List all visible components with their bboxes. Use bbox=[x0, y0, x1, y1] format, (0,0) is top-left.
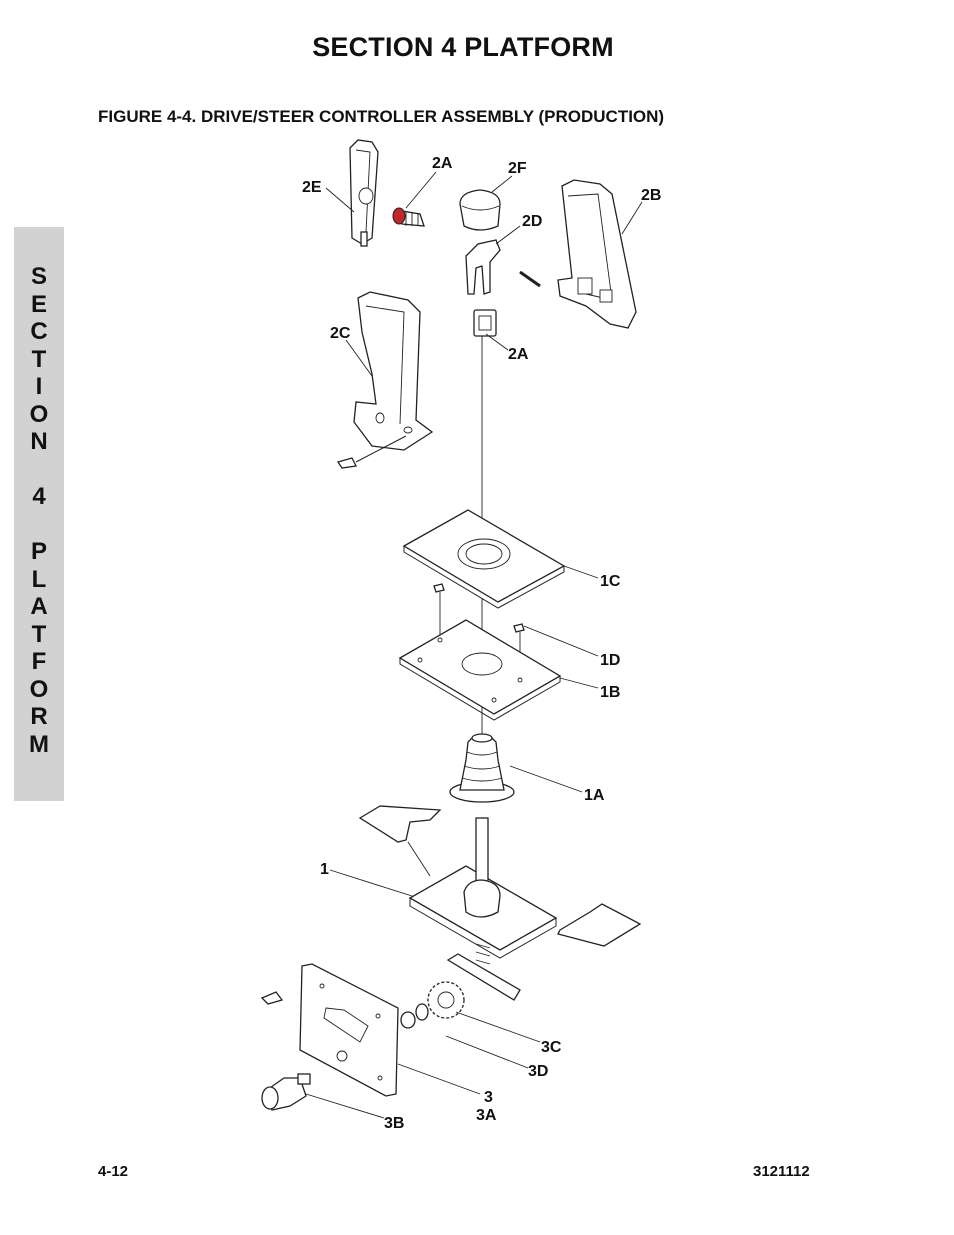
side-tab-letter: O bbox=[29, 400, 49, 428]
part-3c-gear bbox=[400, 981, 465, 1029]
side-tab-letter: P bbox=[30, 538, 47, 565]
callout-2c: 2C bbox=[330, 325, 351, 342]
part-2a-micro-switch bbox=[473, 309, 497, 337]
callout-2a-top: 2A bbox=[432, 155, 453, 172]
side-tab-letter: A bbox=[30, 593, 48, 620]
side-tab-letter: R bbox=[30, 703, 48, 730]
side-tab-letter: T bbox=[31, 620, 47, 648]
part-1c-top-plate bbox=[402, 509, 566, 609]
leader-lines bbox=[305, 171, 643, 1119]
side-tab-letter: E bbox=[30, 290, 47, 318]
callout-1c: 1C bbox=[600, 573, 621, 590]
document-number: 3121112 bbox=[753, 1163, 810, 1180]
callout-3a: 3A bbox=[476, 1107, 497, 1124]
side-tab-letter: 4 bbox=[32, 483, 46, 510]
callout-2e: 2E bbox=[302, 179, 322, 196]
callout-3c: 3C bbox=[541, 1039, 562, 1056]
side-tab-letter: F bbox=[31, 648, 47, 675]
side-tab-letter: I bbox=[35, 373, 43, 400]
part-1d-screws bbox=[433, 583, 525, 680]
callout-2f: 2F bbox=[508, 160, 527, 177]
side-tab-letter: L bbox=[31, 565, 47, 593]
callout-3: 3 bbox=[484, 1089, 493, 1106]
part-2c-handle-shell bbox=[336, 291, 434, 469]
side-tab-letter: C bbox=[30, 318, 48, 345]
part-1-base-assembly bbox=[358, 805, 642, 959]
part-3-side-plate bbox=[260, 963, 399, 1097]
callout-1a: 1A bbox=[584, 787, 605, 804]
side-tab-letter: S bbox=[30, 263, 47, 290]
part-2b-handle-shell bbox=[557, 179, 637, 329]
part-2d-lever-bracket bbox=[465, 239, 541, 295]
part-3b-pot-knob bbox=[261, 1073, 311, 1111]
callout-1b: 1B bbox=[600, 684, 620, 701]
callout-1: 1 bbox=[320, 861, 329, 878]
part-2e-handle-plate bbox=[349, 139, 379, 247]
part-1b-lower-plate bbox=[398, 619, 562, 721]
side-tab-letter: T bbox=[31, 345, 47, 373]
part-2f-knob bbox=[459, 189, 501, 231]
callout-3b: 3B bbox=[384, 1115, 404, 1132]
callout-3d: 3D bbox=[528, 1063, 548, 1080]
side-tab-letter: N bbox=[30, 428, 48, 455]
page-number: 4-12 bbox=[98, 1163, 129, 1180]
part-spring-sector bbox=[446, 943, 521, 1001]
callout-2b: 2B bbox=[641, 187, 661, 204]
callout-1d: 1D bbox=[600, 652, 620, 669]
part-1a-boot bbox=[449, 733, 515, 803]
callout-2d: 2D bbox=[522, 213, 542, 230]
side-tab-letter: M bbox=[29, 730, 49, 758]
part-2a-trigger-switch bbox=[392, 207, 425, 227]
figure-title: FIGURE 4-4. DRIVE/STEER CONTROLLER ASSEM… bbox=[98, 107, 665, 126]
side-tab-letter: O bbox=[29, 675, 49, 703]
callout-2a-mid: 2A bbox=[508, 346, 529, 363]
section-title: SECTION 4 PLATFORM bbox=[312, 32, 614, 62]
